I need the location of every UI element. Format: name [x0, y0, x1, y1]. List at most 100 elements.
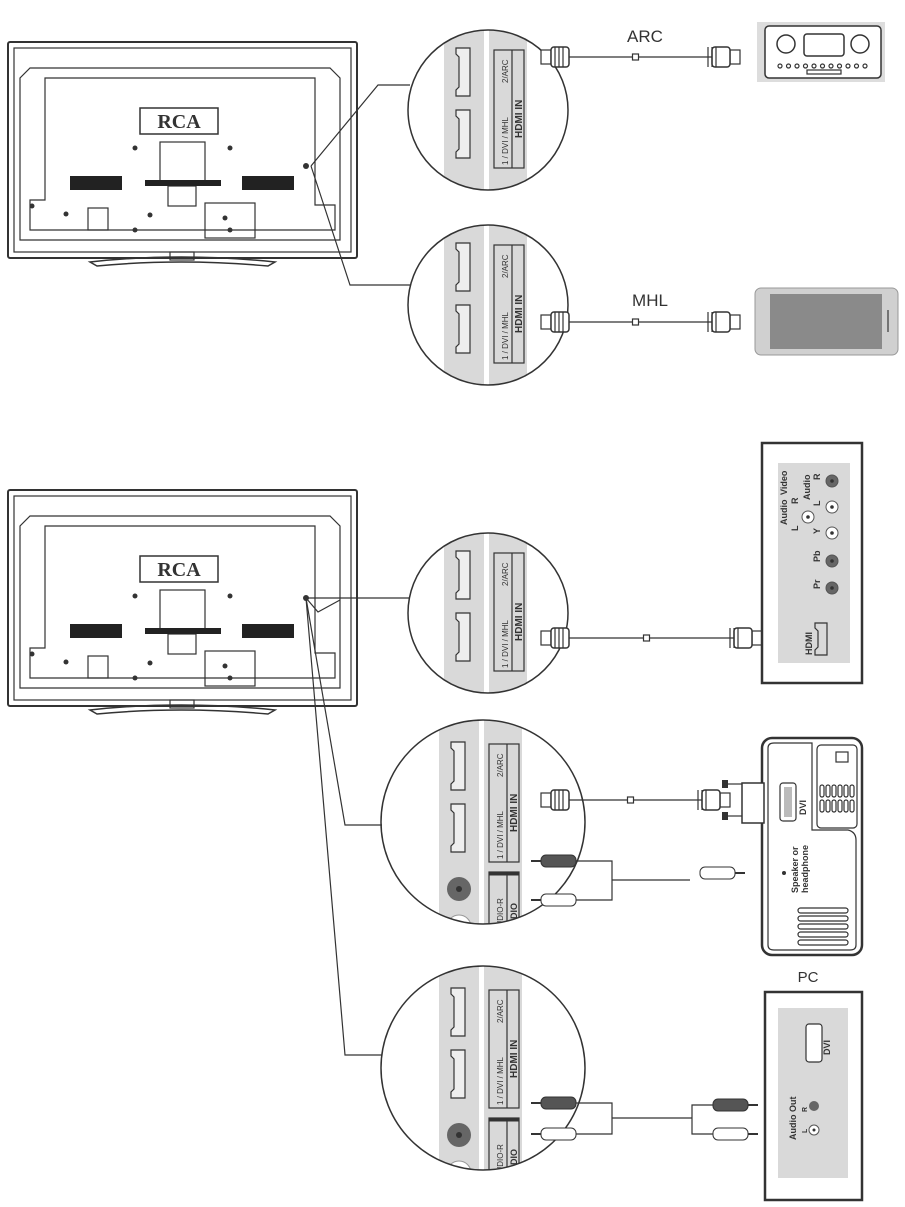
cable-ferrite: [642, 634, 651, 642]
audio-pins-label: L-AUDIO-R: [496, 898, 505, 939]
rca-jack-pin: [830, 479, 834, 483]
hdmi-label: HDMI: [804, 632, 814, 655]
hdmi-plug-body: [550, 311, 570, 333]
screw-hole: [227, 227, 233, 233]
port-strip-right: [484, 720, 522, 924]
hdmi-plug: [540, 627, 570, 649]
tv-back: RCA: [7, 41, 358, 267]
audio-jack-left-pin: [456, 924, 462, 930]
hdmi-port: [450, 987, 466, 1037]
dvi-hdmi-cable: [569, 796, 702, 804]
hdmi-plug-body: [550, 46, 570, 68]
laptop-dvi-label: DVI: [822, 1040, 832, 1055]
hdmi-port-location: [303, 163, 309, 169]
arc-hdmi-cable: [569, 53, 712, 61]
tv-rear-panel: [19, 67, 341, 241]
psu-vent: [849, 784, 855, 798]
y-label: Y: [812, 528, 822, 534]
hdmi-plug-body: [701, 789, 721, 811]
rca-logo-text: RCA: [157, 559, 201, 581]
hdmi-plug-body: [550, 789, 570, 811]
rca-plug: [531, 1096, 577, 1110]
pc-dvi-label: DVI: [798, 800, 808, 815]
rca-logo: [139, 555, 219, 583]
speaker-grille-right: [242, 624, 294, 638]
rca-plug: [699, 866, 745, 880]
screw-hole: [132, 675, 138, 681]
hdmi-port: [814, 622, 828, 656]
hdmi-plug-tip: [540, 314, 552, 330]
hdmi-port: [455, 242, 471, 292]
rca-jack-pin: [830, 559, 834, 563]
hdmi1-label: 1 / DVI / MHL: [501, 311, 510, 360]
tv-rear-panel: [19, 515, 341, 689]
screw-hole: [132, 593, 138, 599]
rca-jack-pin: [830, 505, 834, 509]
mount-bracket: [167, 633, 197, 655]
speaker-grille-right: [242, 176, 294, 190]
hdmi-label-box: [493, 552, 525, 672]
port-strip-right: [489, 225, 527, 385]
dvi-plug: [741, 782, 765, 824]
port-strip-right: [489, 30, 527, 190]
receiver-button: [845, 63, 851, 69]
receiver-button: [811, 63, 817, 69]
hdmi-port: [450, 803, 466, 853]
center-bar: [145, 180, 221, 186]
hdmi-plug-body: [711, 311, 731, 333]
connector-cover: [204, 650, 256, 687]
hdmi-plug: [707, 46, 741, 68]
hdmi2-label: 2/ARC: [501, 562, 510, 586]
tv-frame: [7, 41, 358, 259]
pc-vent: [797, 939, 849, 946]
psu-vent: [819, 784, 825, 798]
rca-plug-body: [540, 854, 577, 868]
audio-receiver: [757, 22, 885, 82]
rca-plug-body: [540, 1096, 577, 1110]
hdmi-plug: [540, 789, 570, 811]
hdmi-label-box: [488, 989, 520, 1109]
pc-vent: [797, 915, 849, 922]
leader-line: [310, 165, 410, 286]
receiver-knob-left: [776, 34, 796, 54]
stand-neck: [169, 699, 195, 709]
speaker-grille-left: [70, 176, 122, 190]
pc-vent: [797, 931, 849, 938]
l-label-right: L: [812, 500, 822, 506]
cable-ferrite: [626, 796, 635, 804]
audio-label: AUDIO: [509, 903, 519, 932]
zoom-circle-outline: [380, 719, 586, 925]
arc-label: ARC: [627, 27, 663, 46]
screw-hole: [222, 215, 228, 221]
hdmi-plug-tip: [729, 314, 741, 330]
hdmi-in-label: HDMI IN: [514, 603, 525, 641]
mhl-label: MHL: [632, 291, 668, 310]
pc-caption: PC: [798, 969, 819, 986]
cable-line: [576, 1102, 613, 1135]
mhl-hdmi-cable: [569, 318, 712, 326]
hdmi2-label: 2/ARC: [496, 999, 505, 1023]
leader-line: [305, 597, 382, 1056]
hdmi-plug: [707, 311, 741, 333]
dvi-port-pins: [784, 787, 792, 817]
pc-tower: [722, 736, 864, 957]
tv-rear-cover: [29, 525, 336, 679]
tv-back: RCA: [7, 489, 358, 715]
screw-hole: [63, 211, 69, 217]
rca-plug: [712, 1127, 758, 1141]
connector-cover: [204, 202, 256, 239]
leader-line: [305, 597, 382, 826]
port-strip-right: [484, 966, 522, 1170]
screw-hole: [29, 203, 35, 209]
speaker-grille-left: [70, 624, 122, 638]
receiver-knob-right: [850, 34, 870, 54]
hdmi-port: [455, 550, 471, 600]
rca-jack-pin: [806, 515, 810, 519]
